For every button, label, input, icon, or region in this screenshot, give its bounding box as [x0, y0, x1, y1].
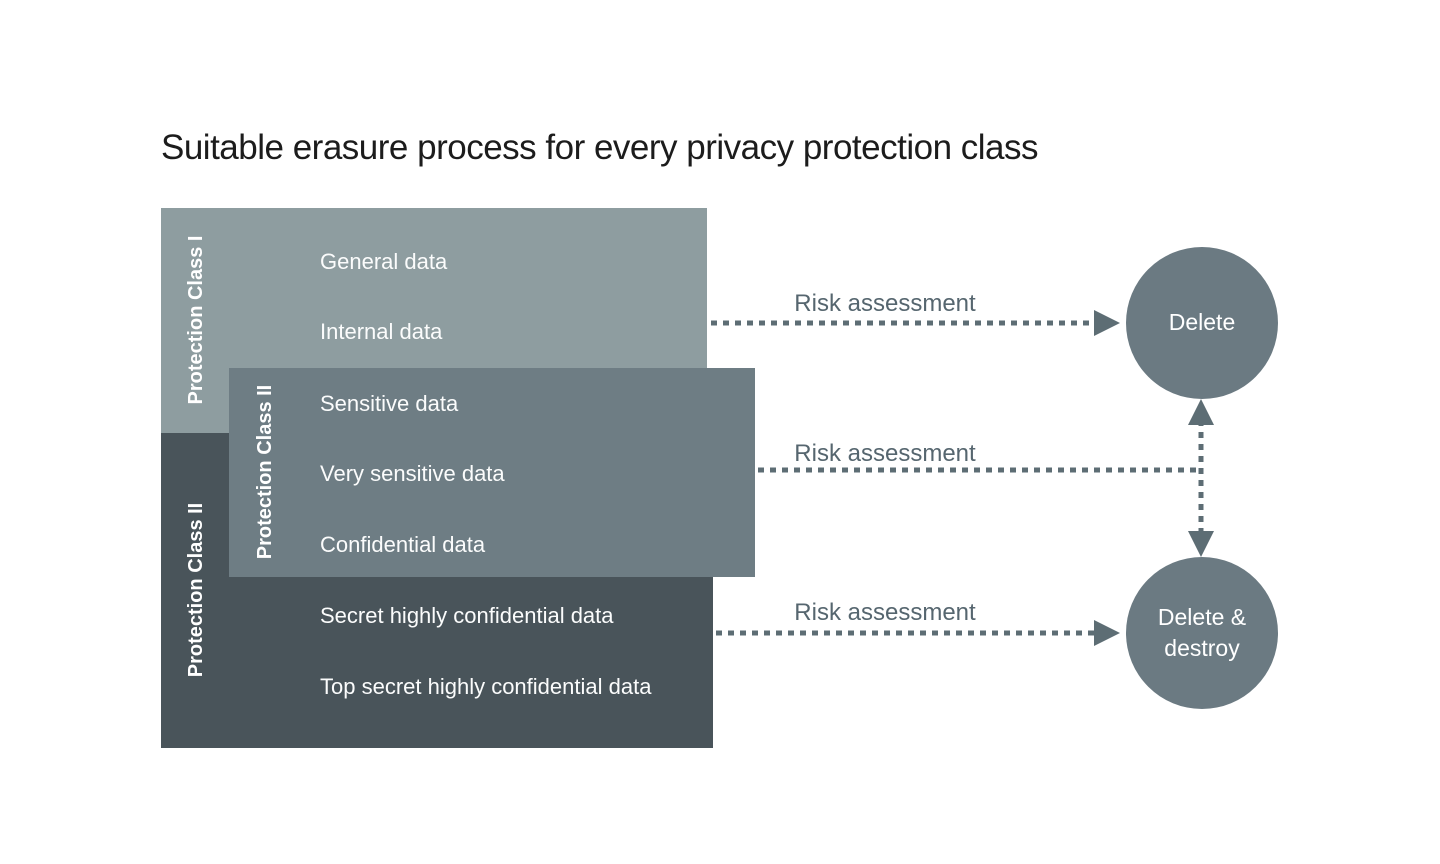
right-arrowhead-icon — [1094, 620, 1120, 646]
protection-class-2-box — [229, 368, 755, 577]
data-item-top-secret: Top secret highly confidential data — [320, 674, 652, 699]
data-item-secret: Secret highly confidential data — [320, 603, 614, 628]
down-arrowhead-icon — [1188, 531, 1214, 557]
protection-class-3-label: Protection Class II — [185, 502, 207, 678]
risk-assessment-label-1: Risk assessment — [794, 290, 976, 317]
risk-assessment-label-3: Risk assessment — [794, 599, 976, 626]
protection-class-1-label: Protection Class I — [185, 235, 207, 405]
right-arrowhead-icon — [1094, 310, 1120, 336]
up-arrowhead-icon — [1188, 399, 1214, 425]
nodes-connector-arrow — [1188, 399, 1214, 557]
protection-class-2-label: Protection Class II — [254, 384, 276, 560]
page-title: Suitable erasure process for every priva… — [161, 128, 1039, 167]
data-item-confidential: Confidential data — [320, 532, 486, 557]
delete-node-label: Delete — [1168, 309, 1236, 336]
risk-assessment-label-2: Risk assessment — [794, 440, 976, 467]
data-item-sensitive: Sensitive data — [320, 391, 459, 416]
delete-destroy-node-label: Delete & destroy — [1157, 603, 1247, 661]
delete-node: Delete — [1126, 247, 1278, 399]
data-item-internal: Internal data — [320, 319, 443, 344]
delete-destroy-node: Delete & destroy — [1126, 557, 1278, 709]
data-item-very-sensitive: Very sensitive data — [320, 461, 505, 486]
data-item-general: General data — [320, 249, 448, 274]
